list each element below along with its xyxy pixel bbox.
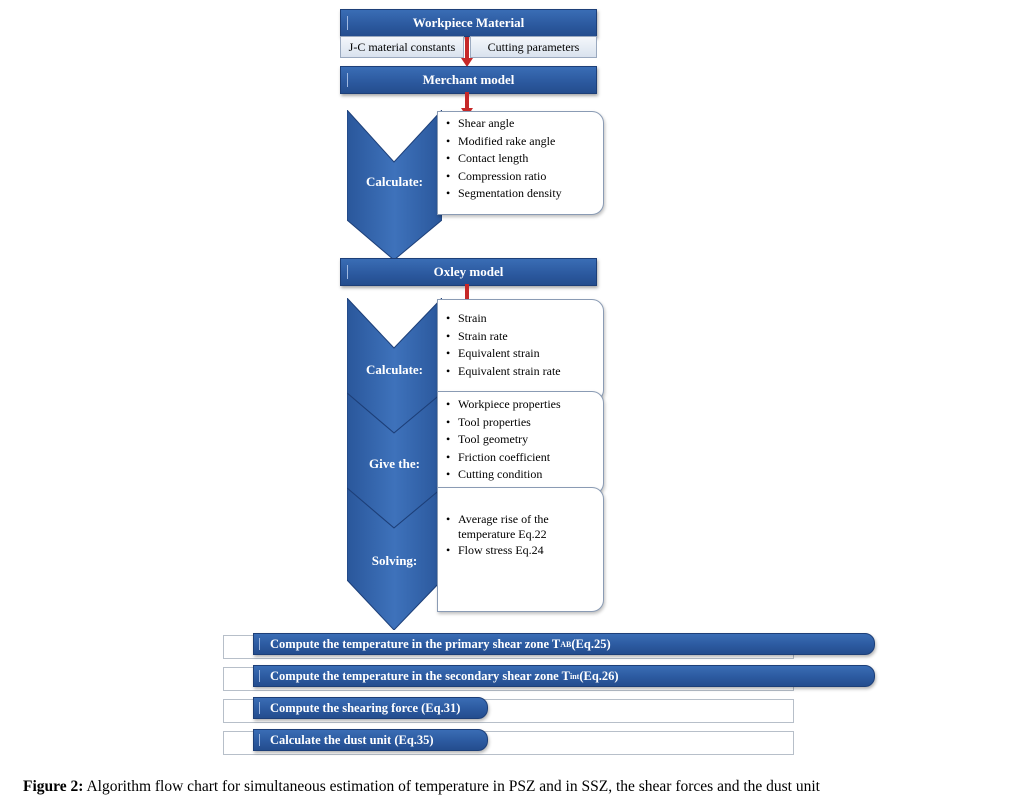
list-item: Shear angle bbox=[446, 115, 597, 133]
list-item: Equivalent strain rate bbox=[446, 363, 597, 381]
compute-secondary-row: Compute the temperature in the secondary… bbox=[223, 665, 875, 691]
compute-force-bar: Compute the shearing force (Eq.31) bbox=[253, 697, 488, 719]
cutting-parameters-box: Cutting parameters bbox=[470, 36, 597, 58]
solving-list: Average rise of the temperature Eq.22 Fl… bbox=[437, 487, 604, 612]
list-item: Strain bbox=[446, 310, 597, 328]
merchant-calc-list: Shear angle Modified rake angle Contact … bbox=[437, 111, 604, 215]
compute-primary-bar: Compute the temperature in the primary s… bbox=[253, 633, 875, 655]
compute-force-row: Compute the shearing force (Eq.31) bbox=[223, 697, 794, 723]
list-item: Workpiece properties bbox=[446, 396, 597, 414]
chevron-stack-shape bbox=[346, 296, 443, 631]
oxley-chevron-stack: Calculate: Give the: Solving: bbox=[346, 296, 443, 631]
oxley-calc-list: Strain Strain rate Equivalent strain Equ… bbox=[437, 299, 604, 402]
give-list: Workpiece properties Tool properties Too… bbox=[437, 391, 604, 495]
list-item: Modified rake angle bbox=[446, 133, 597, 151]
figure-caption: Figure 2: Algorithm flow chart for simul… bbox=[23, 778, 820, 795]
list-item: Flow stress Eq.24 bbox=[446, 542, 597, 559]
workpiece-material-box: Workpiece Material bbox=[340, 9, 597, 37]
oxley-model-box: Oxley model bbox=[340, 258, 597, 286]
list-item: Cutting condition bbox=[446, 466, 597, 484]
list-item: Average rise of the temperature Eq.22 bbox=[446, 512, 597, 542]
list-item: Compression ratio bbox=[446, 168, 597, 186]
solving-label: Solving: bbox=[371, 553, 418, 568]
list-item: Friction coefficient bbox=[446, 449, 597, 467]
jc-constants-box: J-C material constants bbox=[340, 36, 464, 58]
workpiece-material-label: Workpiece Material bbox=[412, 15, 525, 30]
compute-dust-row: Calculate the dust unit (Eq.35) bbox=[223, 729, 794, 755]
list-item: Segmentation density bbox=[446, 185, 597, 203]
merchant-model-box: Merchant model bbox=[340, 66, 597, 94]
merchant-calc-label: Calculate: bbox=[365, 174, 424, 189]
compute-secondary-bar: Compute the temperature in the secondary… bbox=[253, 665, 875, 687]
oxley-calc-label: Calculate: bbox=[365, 362, 424, 377]
list-item: Tool geometry bbox=[446, 431, 597, 449]
compute-primary-row: Compute the temperature in the primary s… bbox=[223, 633, 875, 659]
give-label: Give the: bbox=[369, 456, 420, 471]
merchant-calc-chevron: Calculate: bbox=[346, 108, 443, 261]
compute-dust-bar: Calculate the dust unit (Eq.35) bbox=[253, 729, 488, 751]
list-item: Equivalent strain bbox=[446, 345, 597, 363]
list-item: Tool properties bbox=[446, 414, 597, 432]
list-item: Contact length bbox=[446, 150, 597, 168]
list-item: Strain rate bbox=[446, 328, 597, 346]
